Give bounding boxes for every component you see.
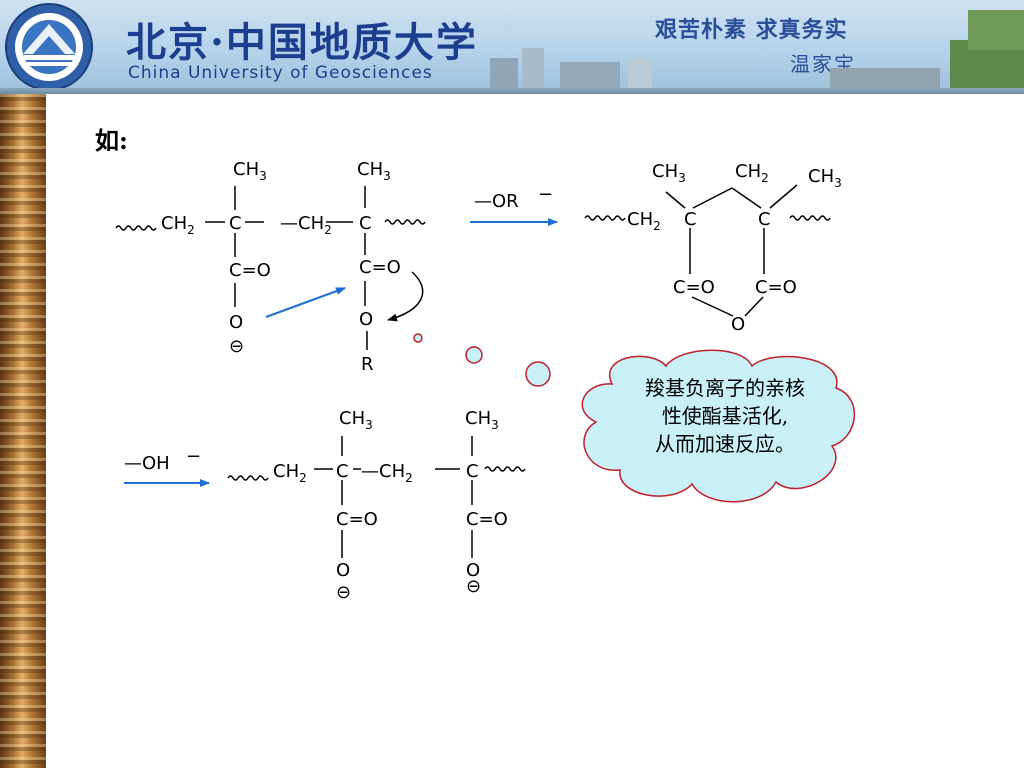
carbonyl-label: C=O (755, 277, 797, 298)
carbonyl-label: C=O (336, 509, 378, 530)
reagent-charge-label: − (538, 184, 553, 205)
methyl-label: CH3 (808, 166, 842, 190)
oxygen-label: O (359, 309, 373, 330)
quaternary-carbon-label: C (466, 461, 479, 482)
reagent-charge-label: − (186, 446, 201, 467)
ester-group-label: R (361, 354, 374, 375)
polymer-chain-wavy-right (789, 215, 831, 221)
bond (769, 184, 798, 209)
negative-charge-label: ⊖ (229, 336, 244, 357)
bond (744, 296, 764, 317)
quaternary-carbon-label: C (336, 461, 349, 482)
callout-line: 羧基负离子的亲核 (645, 376, 805, 400)
intro-label: 如: (95, 126, 128, 155)
methyl-label: CH3 (465, 408, 499, 432)
bridge-ch2-label: CH2 (735, 161, 769, 185)
polymer-chain-wavy-right (484, 466, 526, 472)
university-name-en: China University of Geosciences (128, 63, 433, 83)
bond (665, 191, 686, 209)
bond (731, 187, 762, 209)
quaternary-carbon-label: C (359, 213, 372, 234)
carbonyl-label: C=O (229, 260, 271, 281)
bond (691, 296, 734, 317)
decorative-side-strip (0, 94, 46, 768)
chain-ch2-label: —CH2 (361, 461, 413, 485)
quaternary-carbon-label: C (684, 209, 697, 230)
campus-buildings (490, 10, 1024, 90)
reagent-label: —OR (474, 191, 519, 212)
chain-ch2-label: CH2 (273, 461, 307, 485)
methyl-label: CH3 (652, 161, 686, 185)
chain-ch2-label: CH2 (161, 213, 195, 237)
decorative-side-texture (0, 94, 46, 768)
university-name-cn: 北京·中国地质大学 (126, 19, 478, 66)
university-logo (5, 3, 93, 91)
banner-bottom-border (0, 88, 1024, 94)
chain-ch2-label: CH2 (627, 209, 661, 233)
oxygen-label: O (336, 560, 350, 581)
callout-line: 性使酯基活化, (661, 404, 789, 428)
thought-cloud (413, 333, 855, 503)
negative-charge-label: ⊖ (336, 582, 351, 603)
bond (692, 187, 733, 209)
curved-electron-arrow (387, 271, 424, 322)
ring-oxygen-label: O (731, 314, 745, 335)
thought-bubble-medium (465, 346, 483, 364)
chain-ch2-label: —CH2 (280, 213, 332, 237)
oxygen-label: O (466, 560, 480, 581)
polymer-chain-wavy-left (227, 475, 269, 481)
oxygen-label: O (229, 312, 243, 333)
negative-charge-label: ⊖ (466, 576, 481, 597)
methyl-label: CH3 (233, 159, 267, 183)
thought-bubble-large (525, 361, 551, 387)
callout-line: 从而加速反应。 (655, 432, 795, 456)
methyl-label: CH3 (339, 408, 373, 432)
header-banner: 北京·中国地质大学 China University of Geoscience… (0, 0, 1024, 94)
polymer-chain-wavy-right (384, 219, 426, 225)
callout-text: 羧基负离子的亲核 性使酯基活化, 从而加速反应。 (600, 374, 850, 458)
thought-bubble-small (413, 333, 423, 343)
carbonyl-label: C=O (359, 257, 401, 278)
thought-cloud-body (581, 349, 855, 503)
reagent-label: —OH (124, 453, 170, 474)
carbonyl-label: C=O (673, 277, 715, 298)
polymer-chain-wavy-left (584, 215, 626, 221)
university-motto: 艰苦朴素 求真务实 (655, 17, 848, 43)
attack-arrow (265, 287, 346, 318)
carbonyl-label: C=O (466, 509, 508, 530)
polymer-chain-wavy-left (115, 225, 157, 231)
quaternary-carbon-label: C (758, 209, 771, 230)
methyl-label: CH3 (357, 159, 391, 183)
quaternary-carbon-label: C (229, 213, 242, 234)
